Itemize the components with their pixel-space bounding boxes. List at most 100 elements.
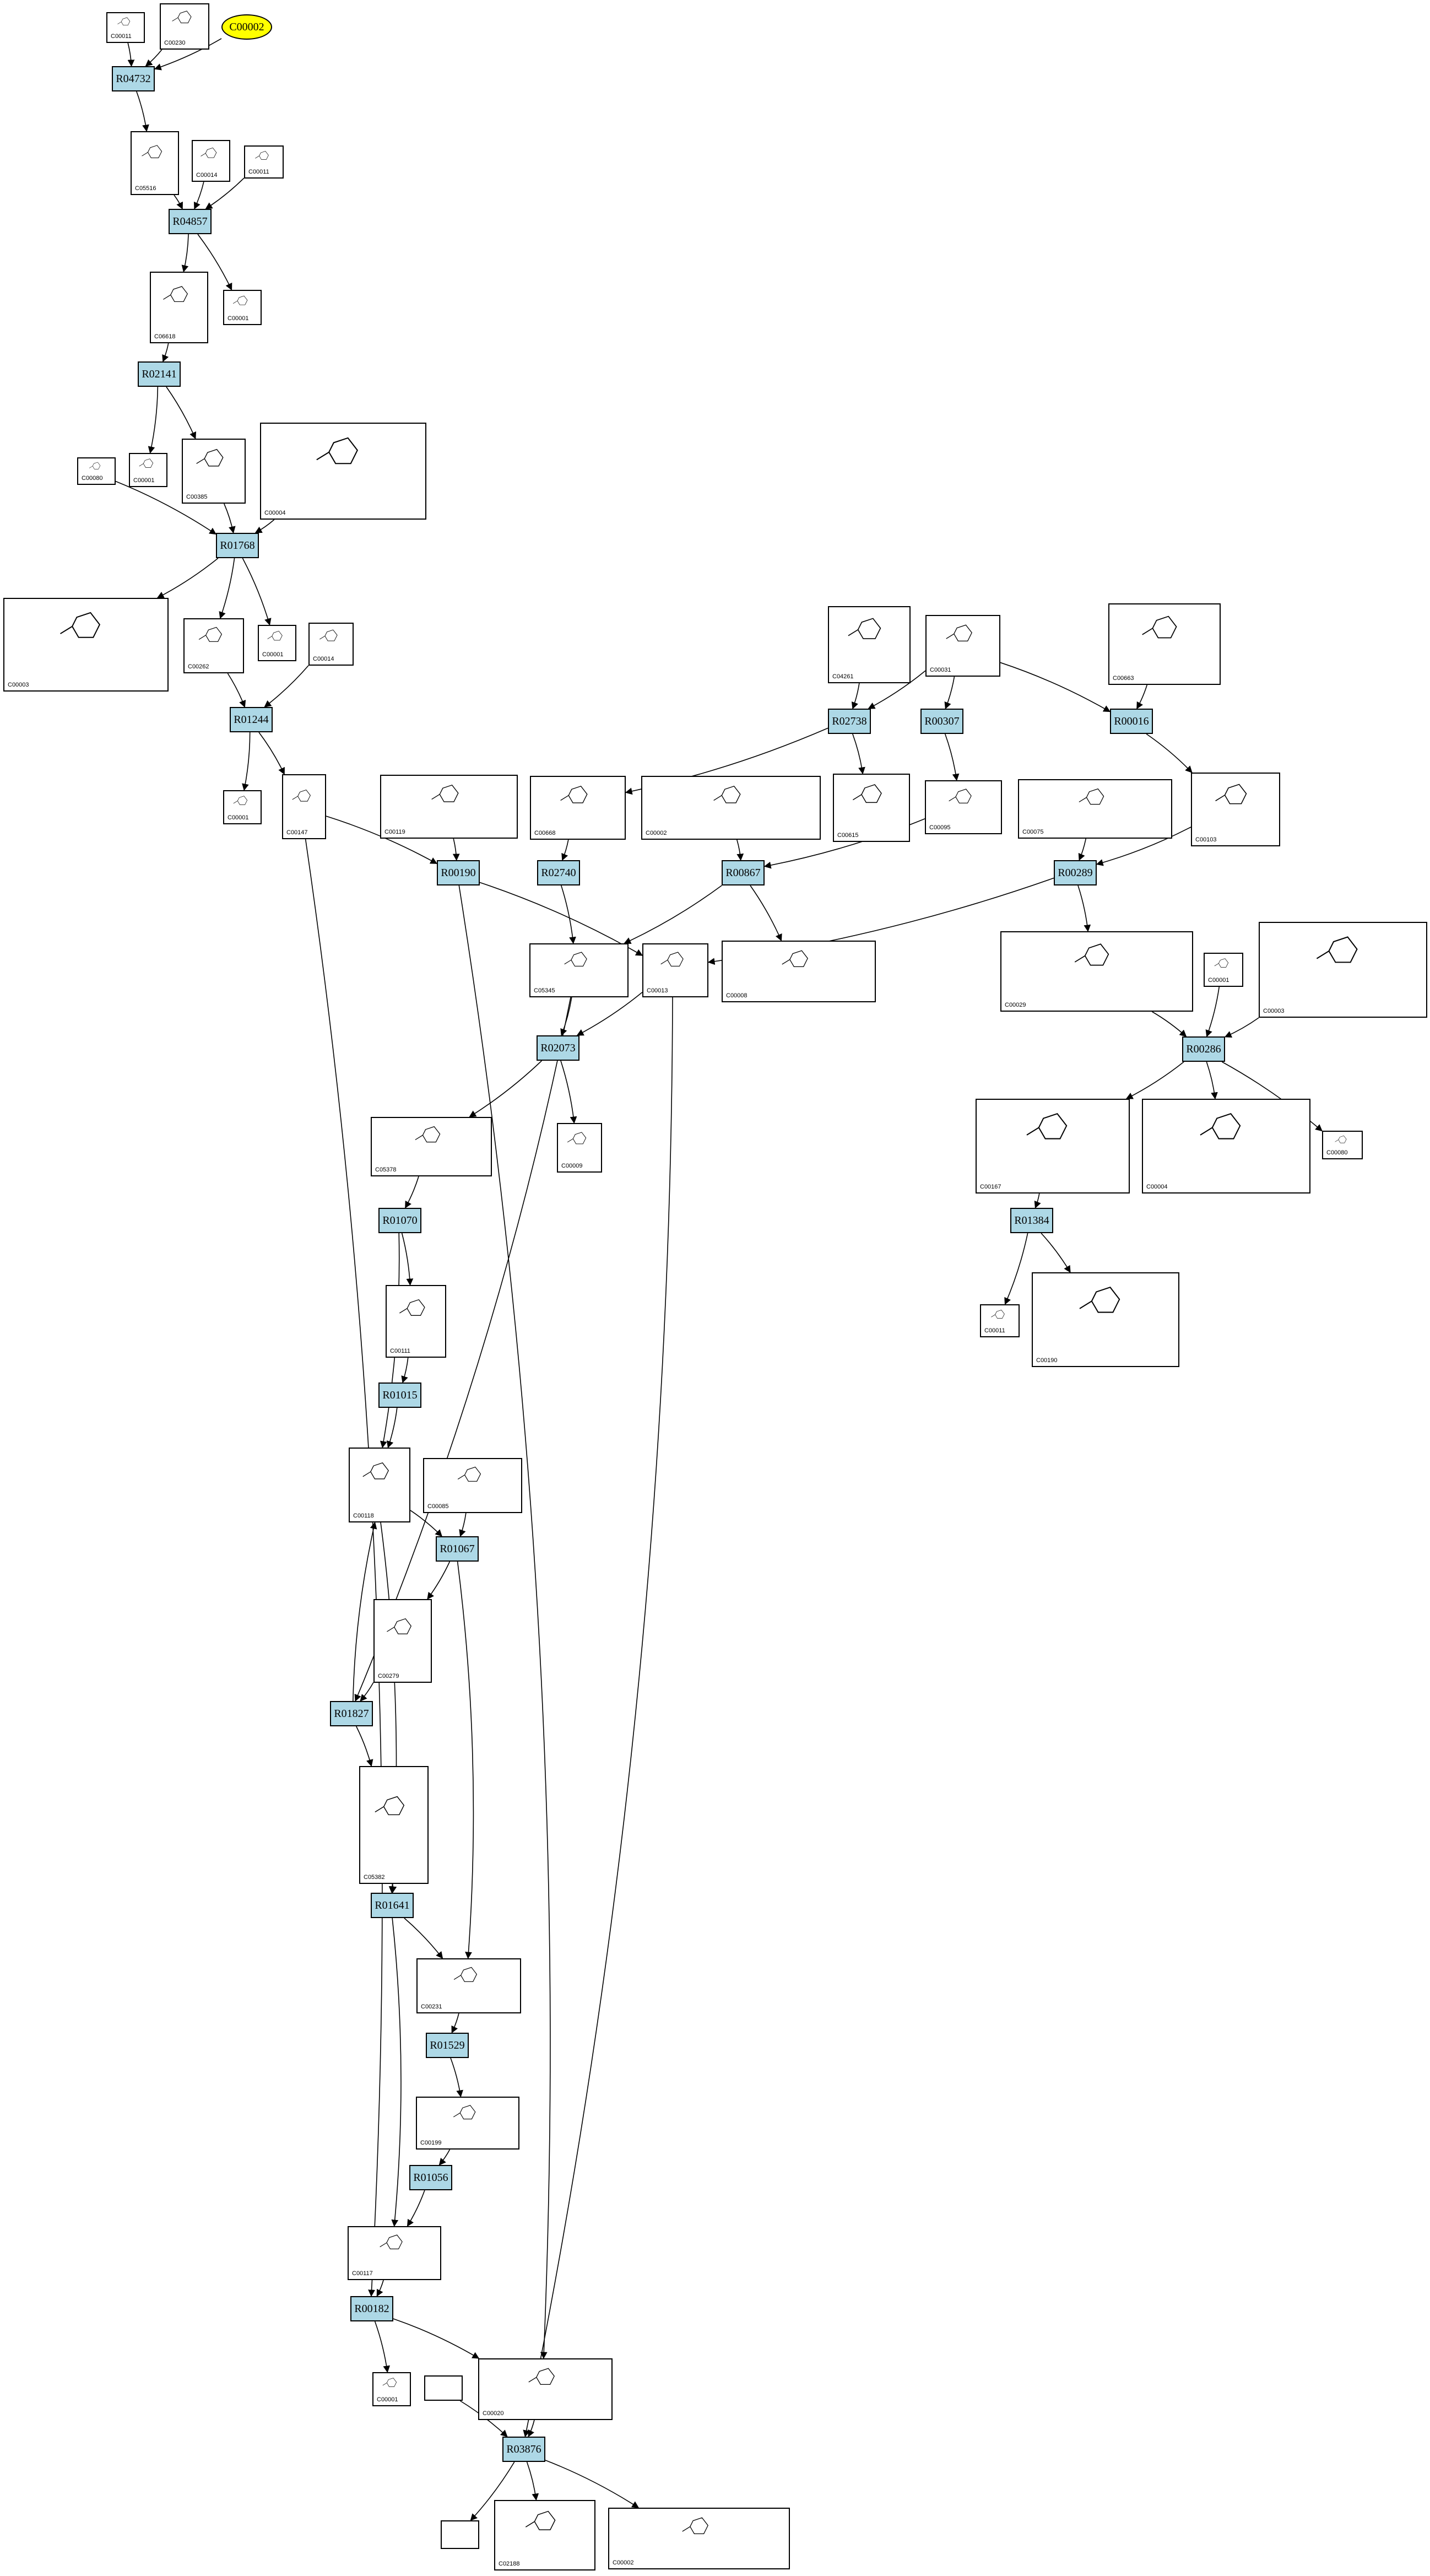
compound-c00080a[interactable]: C00080 [77,457,116,485]
edge-c05378-to-r01070 [405,1176,419,1209]
compound-c00095[interactable]: C00095 [925,780,1002,834]
reaction-r00286[interactable]: R00286 [1182,1036,1225,1062]
compound-id-label: C06618 [154,333,176,340]
compound-id-label: C00011 [111,33,132,40]
edge-r01768-to-c00262 [219,558,235,619]
compound-c00008[interactable]: C00008 [722,941,876,1002]
compound-c00119[interactable]: C00119 [380,775,518,839]
compound-c00663[interactable]: C00663 [1108,603,1221,685]
compound-c00231[interactable]: C00231 [416,1958,521,2013]
compound-c00075[interactable]: C00075 [1018,779,1172,839]
compound-id-label: C00119 [384,829,405,835]
edge-c00147-to-r00182 [305,839,383,2297]
structure-drawing [380,2234,403,2250]
reaction-r03876[interactable]: R03876 [502,2437,545,2462]
compound-c02188[interactable]: C02188 [494,2500,595,2570]
compound-c00011c[interactable]: C00011 [980,1304,1020,1337]
compound-c00147[interactable]: C00147 [282,774,326,839]
reaction-label: R01067 [440,1542,475,1555]
compound-blank2[interactable] [441,2520,479,2549]
compound-c00009[interactable]: C00009 [557,1123,602,1173]
structure-drawing [1074,943,1109,966]
compound-c00167[interactable]: C00167 [976,1099,1130,1194]
reaction-r01067[interactable]: R01067 [436,1536,479,1562]
compound-id-label: C00001 [228,315,249,322]
compound-c00001b[interactable]: C00001 [129,453,167,487]
compound-c00279[interactable]: C00279 [373,1599,432,1683]
edge-r02141-to-c00001b [148,386,159,454]
compound-c05345[interactable]: C05345 [529,943,629,997]
edge-c05345-to-r02073 [560,997,572,1036]
compound-c00031[interactable]: C00031 [925,615,1000,677]
reaction-r00182[interactable]: R00182 [350,2296,393,2321]
compound-c00001f[interactable]: C00001 [372,2372,411,2406]
compound-c00004a[interactable]: C00004 [260,423,426,520]
reaction-r01015[interactable]: R01015 [378,1382,421,1408]
compound-c00011a[interactable]: C00011 [106,12,145,43]
compound-c00020[interactable]: C00020 [478,2358,613,2420]
compound-c00190[interactable]: C00190 [1032,1272,1179,1367]
compound-c04261[interactable]: C04261 [828,606,911,683]
compound-blank1[interactable] [424,2375,463,2401]
reaction-r01070[interactable]: R01070 [378,1208,421,1233]
compound-c00001e[interactable]: C00001 [1204,953,1243,987]
reaction-r00307[interactable]: R00307 [920,709,963,734]
reaction-r00016[interactable]: R00016 [1110,709,1153,734]
reaction-r00289[interactable]: R00289 [1054,860,1097,885]
compound-c00385[interactable]: C00385 [182,439,246,504]
edge-r03876-to-c02188 [526,2461,539,2501]
reaction-r02740[interactable]: R02740 [537,860,580,885]
compound-c00004b[interactable]: C00004 [1142,1099,1310,1194]
root-node[interactable]: C00002 [221,14,272,40]
compound-c00003a[interactable]: C00003 [3,598,169,692]
compound-c00002a[interactable]: C00002 [641,776,821,840]
compound-c00230[interactable]: C00230 [160,3,209,50]
compound-c00001c[interactable]: C00001 [258,625,296,661]
structure-drawing [117,17,131,26]
reaction-r02073[interactable]: R02073 [537,1035,579,1061]
compound-c00103[interactable]: C00103 [1191,773,1280,846]
reaction-r01384[interactable]: R01384 [1010,1208,1053,1233]
structure-drawing [1079,788,1104,805]
compound-c00029[interactable]: C00029 [1000,931,1193,1012]
reaction-r01529[interactable]: R01529 [426,2033,469,2058]
compound-c00014b[interactable]: C00014 [308,623,354,666]
compound-c00117[interactable]: C00117 [348,2226,441,2280]
compound-c06618[interactable]: C06618 [150,272,208,343]
reaction-r01768[interactable]: R01768 [216,533,259,558]
edge-r01070-to-c00111 [401,1233,414,1286]
structure-drawing [564,952,587,967]
compound-id-label: C00001 [1208,977,1229,984]
compound-c05516[interactable]: C05516 [131,131,179,195]
compound-c00615[interactable]: C00615 [833,774,910,842]
compound-c05378[interactable]: C05378 [371,1117,492,1176]
compound-c00011b[interactable]: C00011 [244,145,284,179]
compound-c00001d[interactable]: C00001 [223,790,262,824]
compound-c00001a[interactable]: C00001 [223,290,262,325]
compound-c05382[interactable]: C05382 [359,1766,429,1884]
reaction-r01056[interactable]: R01056 [409,2165,452,2190]
reaction-r01641[interactable]: R01641 [371,1893,414,1918]
compound-id-label: C00001 [377,2396,398,2403]
compound-c00002b[interactable]: C00002 [608,2508,790,2569]
compound-c00013[interactable]: C00013 [642,943,708,997]
compound-c00199[interactable]: C00199 [416,2097,519,2150]
compound-c00111[interactable]: C00111 [386,1285,446,1358]
reaction-r00867[interactable]: R00867 [722,860,765,885]
reaction-r02738[interactable]: R02738 [828,709,871,734]
compound-c00668[interactable]: C00668 [530,776,626,840]
compound-c00262[interactable]: C00262 [183,618,244,673]
compound-c00014a[interactable]: C00014 [192,140,230,182]
compound-c00080b[interactable]: C00080 [1322,1131,1363,1159]
compound-c00003b[interactable]: C00003 [1259,922,1427,1018]
reaction-r04857[interactable]: R04857 [169,209,212,234]
reaction-r01827[interactable]: R01827 [330,1701,373,1726]
compound-id-label: C02188 [499,2561,520,2567]
compound-id-label: C00095 [929,824,951,831]
reaction-r00190[interactable]: R00190 [437,860,480,885]
reaction-r01244[interactable]: R01244 [230,707,273,732]
reaction-r02141[interactable]: R02141 [138,361,181,387]
compound-c00085[interactable]: C00085 [423,1458,522,1513]
compound-c00118[interactable]: C00118 [349,1448,410,1522]
reaction-r04732[interactable]: R04732 [112,66,155,91]
